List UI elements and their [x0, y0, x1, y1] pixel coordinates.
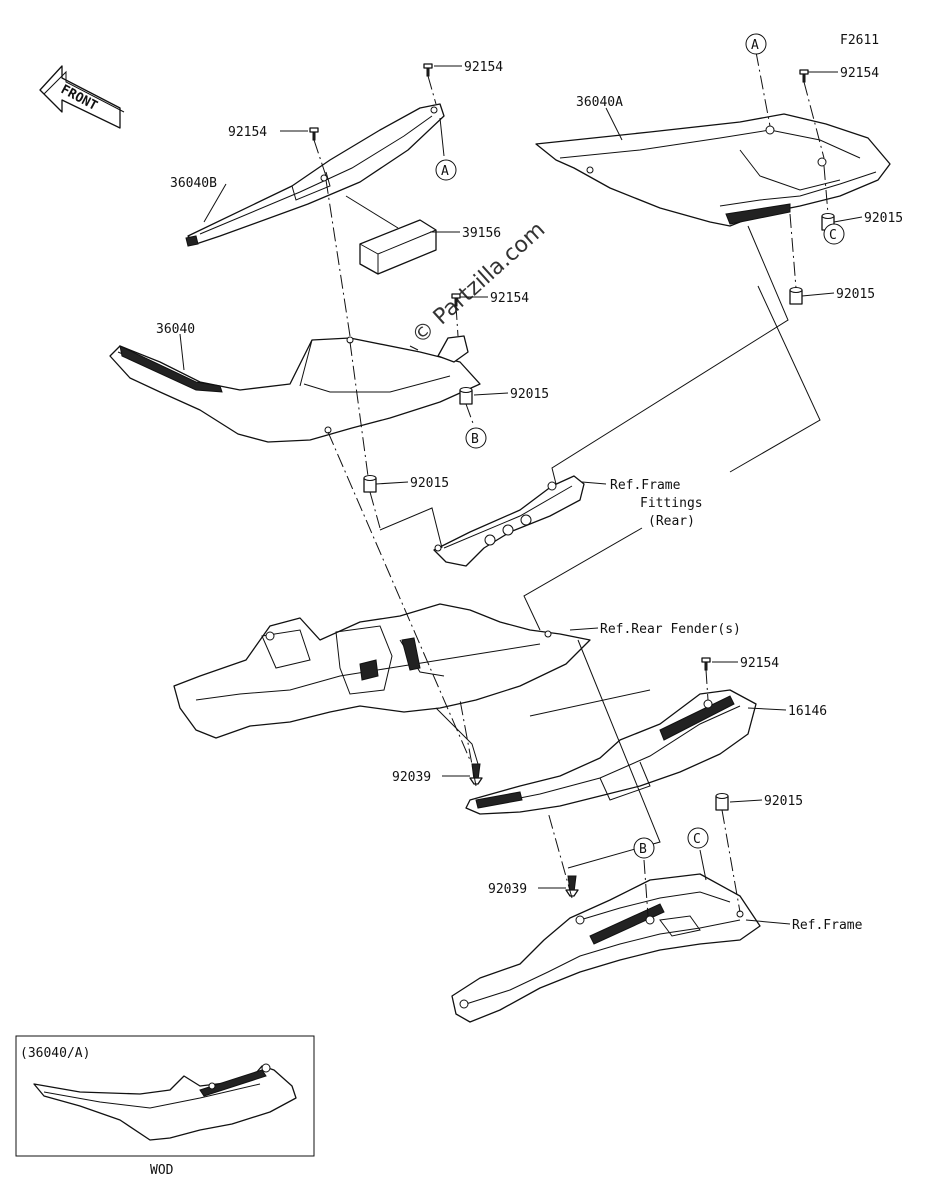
leader-lines	[179, 65, 863, 925]
inset-caption: WOD	[150, 1163, 174, 1178]
label-92154: 92154	[840, 66, 879, 81]
part-16146-cover[interactable]	[465, 689, 757, 815]
screw-92154-icon	[423, 63, 433, 77]
label-92154: 92154	[228, 125, 267, 140]
svg-text:A: A	[441, 164, 449, 179]
label-39156: 39156	[462, 226, 501, 241]
inset-36040-variant[interactable]	[33, 1063, 297, 1141]
label-36040: 36040	[156, 322, 195, 337]
part-36040b-bracket[interactable]	[185, 103, 445, 247]
callout-c: C	[687, 827, 709, 849]
screw-92154-icon	[799, 69, 809, 83]
collar-92015-icon	[715, 793, 729, 811]
label-36040b: 36040B	[170, 176, 217, 191]
svg-text:C: C	[829, 228, 837, 243]
label-92015: 92015	[410, 476, 449, 491]
label-92015: 92015	[864, 211, 903, 226]
ref-frame-label: Ref.Frame	[792, 918, 863, 933]
ref-frame-fittings-label-2: Fittings	[640, 496, 703, 511]
ref-frame-fittings-label-1: Ref.Frame	[610, 478, 681, 493]
label-92154: 92154	[740, 656, 779, 671]
part-36040a-cover[interactable]	[535, 113, 891, 227]
callout-c: C	[823, 223, 845, 245]
screw-92154-icon	[309, 127, 319, 141]
label-36040a: 36040A	[576, 95, 623, 110]
figure-code: F2611	[840, 33, 879, 48]
collar-92015-icon	[363, 475, 377, 493]
svg-text:B: B	[639, 842, 647, 857]
label-92015: 92015	[836, 287, 875, 302]
ref-frame-fittings-bracket	[433, 475, 585, 567]
callout-a: A	[435, 117, 457, 181]
svg-text:B: B	[471, 432, 479, 447]
label-92015: 92015	[510, 387, 549, 402]
label-92154: 92154	[464, 60, 503, 75]
inset-title: (36040/A)	[20, 1046, 90, 1061]
label-92015: 92015	[764, 794, 803, 809]
ref-frame-fittings-label-3: (Rear)	[648, 514, 695, 529]
front-arrow-icon: FRONT	[39, 65, 125, 129]
clip-92039-icon	[469, 763, 483, 785]
label-92039: 92039	[392, 770, 431, 785]
svg-text:A: A	[751, 38, 759, 53]
clip-92039-icon	[565, 875, 579, 897]
callout-b: B	[465, 427, 487, 449]
part-39156-pad[interactable]	[359, 219, 437, 275]
label-92154: 92154	[490, 291, 529, 306]
ref-rear-fender	[173, 603, 591, 739]
ref-frame-lower	[451, 873, 761, 1023]
screw-92154-icon	[701, 657, 711, 671]
collar-92015-icon	[789, 287, 803, 305]
part-36040-side-cover[interactable]	[109, 335, 481, 443]
label-92039: 92039	[488, 882, 527, 897]
callout-b: B	[633, 837, 655, 859]
connector-lines	[345, 195, 821, 881]
svg-text:C: C	[693, 832, 701, 847]
collar-92015-icon	[459, 387, 473, 405]
label-16146: 16146	[788, 704, 827, 719]
ref-rear-fender-label: Ref.Rear Fender(s)	[600, 622, 741, 637]
assembly-lines	[313, 51, 829, 917]
callout-a: A	[745, 33, 767, 55]
inset-wod-panel: (36040/A) WOD	[15, 1035, 315, 1178]
